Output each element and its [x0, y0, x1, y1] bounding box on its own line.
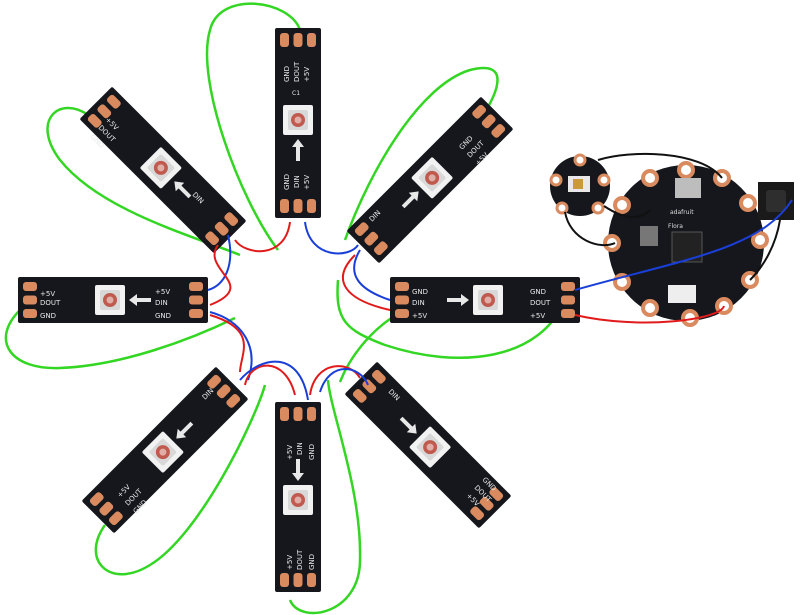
jst-connector [668, 285, 696, 303]
board-name: Flora [668, 223, 683, 230]
label-5v-right-in: +5V [412, 312, 427, 320]
board-brand: adafruit [670, 209, 694, 216]
label-gnd-bottom: GND [308, 554, 316, 570]
wire-black [603, 205, 651, 218]
label-5v-right: +5V [530, 312, 545, 320]
wire-red [209, 314, 245, 373]
label-gnd-left: GND [40, 312, 56, 320]
silk-labels-left-strip: +5V DOUT GND +5V DIN GND [40, 288, 171, 320]
wire-group-controller [574, 199, 793, 324]
wire-black [749, 219, 781, 281]
wire-black [597, 153, 723, 179]
silk-labels-bottom-strip: +5V DOUT GND +5V DIN GND [286, 442, 316, 570]
label-gnd-right: GND [530, 288, 546, 296]
push-button [758, 182, 794, 220]
sensor-board [549, 153, 611, 216]
label-dout: DOUT [293, 61, 301, 82]
label-dout-bottom: DOUT [296, 549, 304, 570]
led-strip-top-left [79, 86, 247, 254]
label-gnd-left-in: GND [155, 312, 171, 320]
wire-red [209, 244, 232, 306]
label-din-bottom: DIN [296, 442, 304, 455]
label-5v-bottom-in: +5V [286, 445, 294, 460]
wire-blue [353, 249, 391, 301]
wire-red [342, 254, 391, 311]
label-din: DIN [293, 175, 301, 188]
label-gnd-in: GND [283, 174, 291, 190]
label-dout-right: DOUT [530, 299, 551, 307]
label-5v-left-in: +5V [155, 288, 170, 296]
label-din-right: DIN [412, 299, 425, 307]
label-gnd-right-in: GND [412, 288, 428, 296]
wire-blue [239, 360, 309, 401]
wire-red [309, 365, 361, 396]
wire-black [564, 211, 616, 247]
label-5v-left: +5V [40, 290, 55, 298]
label-5v: +5V [303, 67, 311, 82]
label-din-left: DIN [155, 299, 168, 307]
label-dout-left: DOUT [40, 299, 61, 307]
flora-board: adafruit Flora [603, 161, 769, 327]
led-strip-bottom-left [81, 366, 249, 534]
wire-group-black [564, 153, 781, 281]
wire-blue-data [574, 199, 793, 291]
wire-red [234, 221, 291, 253]
wire-red [244, 364, 296, 396]
label-5v-in: +5V [303, 175, 311, 190]
label-gnd: GND [283, 66, 291, 82]
wire-blue [319, 368, 369, 393]
silk-labels-top-strip: GND DOUT +5V GND DIN +5V [283, 61, 311, 190]
wire-blue [304, 221, 359, 255]
led-strip-top [275, 28, 321, 218]
led-strip-bottom-right [344, 361, 512, 529]
silk-labels-right-strip: GND DOUT +5V GND DIN +5V [412, 288, 551, 320]
green-wire-group [4, 2, 567, 615]
label-5v-bottom: +5V [286, 555, 294, 570]
label-gnd-bottom-in: GND [308, 444, 316, 460]
wire-red-power [574, 305, 725, 324]
wire-group-center [207, 221, 391, 401]
cap-label: C1 [292, 90, 300, 97]
usb-port [675, 178, 701, 198]
wire-blue [207, 234, 232, 291]
